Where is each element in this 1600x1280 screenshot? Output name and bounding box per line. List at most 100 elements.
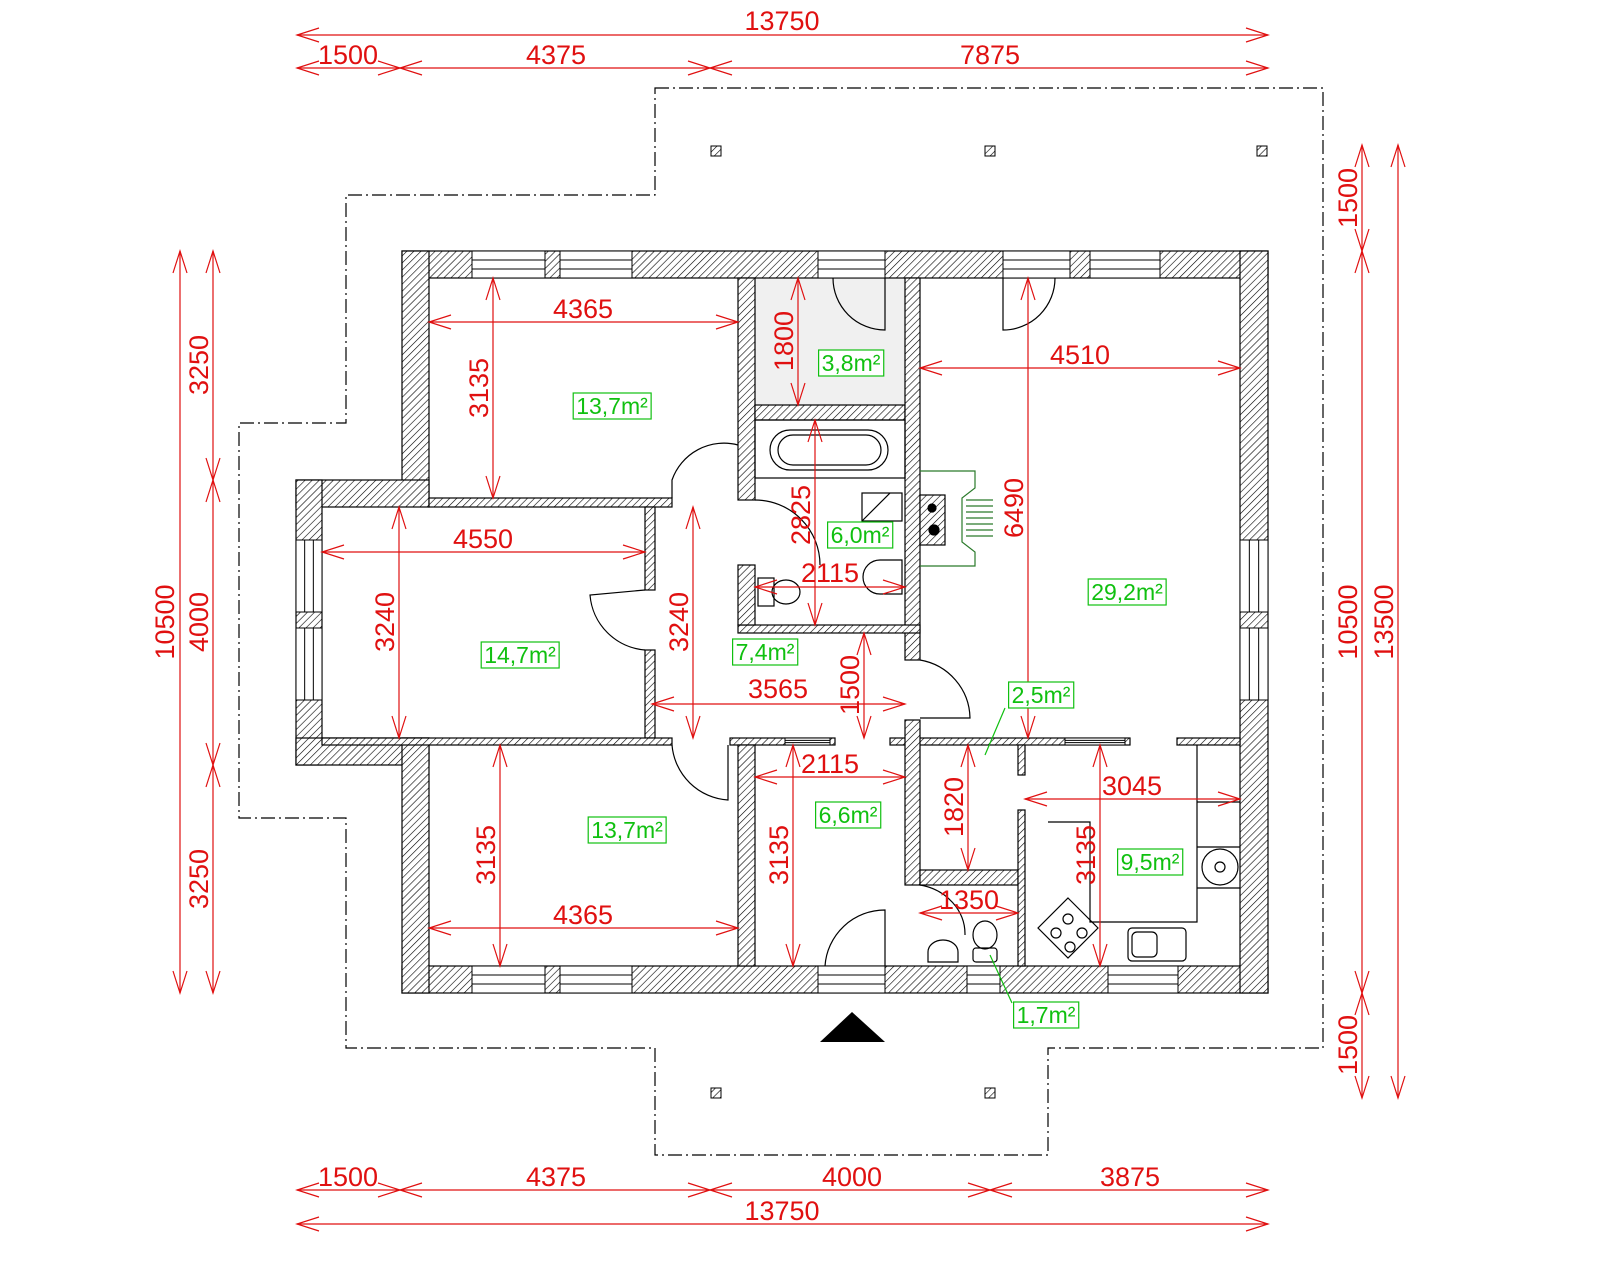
room-area-value: 6,0m²	[831, 522, 890, 548]
dimension-value: 2115	[801, 749, 859, 779]
dimension-value: 2115	[801, 558, 859, 588]
dimension-line: 3240	[664, 505, 701, 740]
room-area-value: 29,2m²	[1091, 579, 1163, 605]
window	[966, 965, 1001, 994]
dimension-line: 1350	[918, 885, 1020, 921]
dimension-value: 3135	[464, 358, 494, 418]
dimension-value: 4375	[526, 1162, 586, 1192]
dimension-line: 2115	[753, 558, 907, 595]
washing-machine-icon	[861, 492, 903, 522]
wall	[729, 737, 836, 746]
area-leaders	[984, 707, 1013, 1004]
dimension-line: 3565	[650, 674, 907, 712]
dimension-line: 1800	[769, 276, 806, 407]
windows	[295, 250, 1269, 994]
window	[1239, 627, 1269, 701]
window	[817, 965, 886, 994]
window	[1239, 539, 1269, 613]
dimension-value: 3240	[664, 592, 694, 652]
wall	[401, 737, 430, 994]
window	[817, 250, 886, 279]
wall	[295, 479, 323, 766]
dimension-value: 1800	[769, 311, 799, 371]
column	[710, 1087, 722, 1099]
window	[559, 965, 633, 994]
room-area-label: 7,4m²	[732, 638, 799, 666]
dimension-value: 10500	[1333, 584, 1363, 659]
dimension-value: 1500	[835, 655, 865, 715]
room-area-label: 3,8m²	[818, 349, 885, 377]
room-area-label: 13,7m²	[587, 816, 667, 844]
room-area-value: 9,5m²	[1121, 849, 1180, 875]
vestibule-floor	[755, 278, 905, 405]
door-swings	[589, 277, 1056, 967]
dimension-line: 3045	[1023, 771, 1242, 807]
room-area-value: 1,7m²	[1017, 1002, 1076, 1028]
dimension-value: 3135	[1071, 825, 1101, 885]
dimension-value: 13750	[744, 6, 819, 36]
dimension-value: 1500	[1333, 168, 1363, 228]
column	[984, 1087, 996, 1099]
dimension-line: 4365	[427, 900, 740, 936]
fixtures	[589, 277, 1240, 967]
column	[710, 145, 722, 157]
dimension-line: 1500	[1333, 143, 1370, 253]
dimension-line: 2825	[786, 418, 823, 627]
dimension-value: 1500	[1333, 1015, 1363, 1075]
dimension-value: 4000	[822, 1162, 882, 1192]
toilet-icon	[757, 577, 801, 607]
dimension-line: 3135	[1071, 743, 1108, 968]
room-area-value: 14,7m²	[484, 642, 556, 668]
wc-sink-icon	[927, 939, 959, 963]
dimension-line: 7875	[708, 40, 1270, 76]
room-area-label: 6,0m²	[827, 521, 894, 549]
column	[1256, 145, 1268, 157]
room-area-label: 2,5m²	[1008, 681, 1075, 709]
window	[295, 539, 323, 613]
dimension-line: 2115	[753, 749, 907, 785]
dimension-line: 4000	[708, 1162, 992, 1198]
dimension-value: 4365	[553, 294, 613, 324]
dimension-value: 3135	[764, 825, 794, 885]
window	[471, 965, 546, 994]
dimension-value: 3250	[184, 335, 214, 395]
window	[1107, 965, 1179, 994]
dimension-line: 1500	[835, 631, 872, 740]
dimension-line: 4550	[320, 524, 647, 560]
wc-toilet-icon	[972, 920, 998, 963]
room-area-value: 7,4m²	[736, 639, 795, 665]
dimension-value: 10500	[150, 584, 180, 659]
dimension-value: 1820	[939, 777, 969, 837]
wall	[644, 506, 656, 591]
dimension-line: 13750	[295, 1196, 1270, 1232]
dimension-value: 13750	[744, 1196, 819, 1226]
columns	[710, 145, 1268, 1099]
window	[1002, 250, 1071, 279]
room-area-value: 13,7m²	[576, 393, 648, 419]
dimension-line: 10500	[1333, 249, 1370, 995]
wall	[1017, 809, 1026, 967]
dimension-value: 3045	[1102, 771, 1162, 801]
kitchen-sink-icon	[1127, 927, 1187, 962]
dimension-value: 4510	[1050, 340, 1110, 370]
dimension-line: 4510	[918, 340, 1242, 376]
wall	[754, 404, 906, 421]
stove-icon	[1037, 897, 1099, 959]
area-labels: 13,7m² 3,8m² 6,0m² 14,7m² 7,4m² 29,2m² 2,5m² 13…	[480, 349, 1184, 1029]
dimension-line: 4365	[427, 294, 740, 330]
room-area-value: 2,5m²	[1012, 682, 1071, 708]
dimension-value: 3565	[748, 674, 808, 704]
wall	[401, 250, 430, 499]
window	[1089, 250, 1161, 279]
dimension-line: 3250	[184, 249, 221, 482]
column	[984, 145, 996, 157]
wall	[919, 869, 1019, 886]
dimension-value: 2825	[786, 485, 816, 545]
window	[559, 250, 633, 279]
bathtub-icon	[754, 419, 906, 479]
fireplace-icon	[919, 470, 993, 567]
dimension-line: 1500	[295, 40, 402, 76]
dimension-line: 3135	[471, 743, 508, 968]
window	[295, 627, 323, 701]
dimension-value: 1500	[318, 1162, 378, 1192]
